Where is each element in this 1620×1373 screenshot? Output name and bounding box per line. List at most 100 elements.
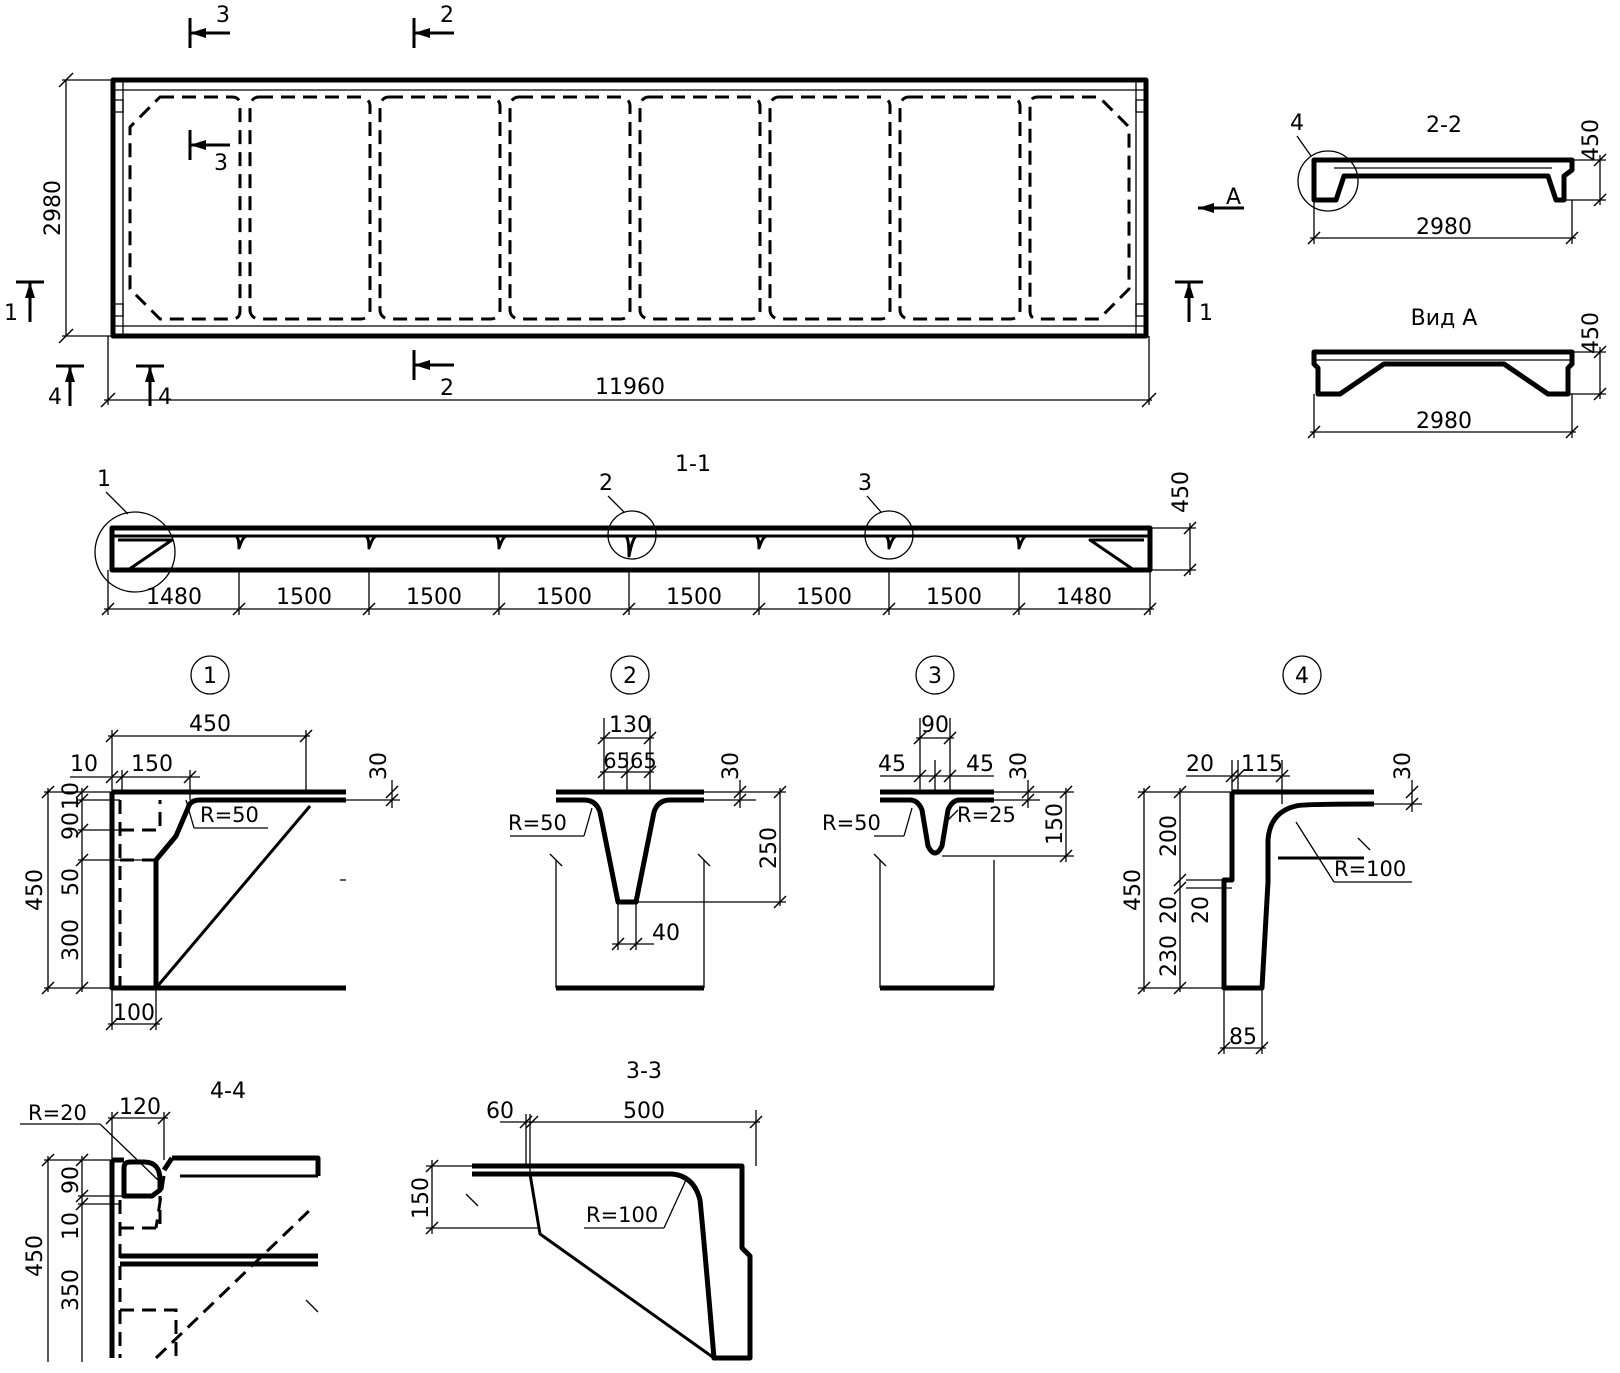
span-label: 1500 [666, 585, 722, 610]
detail-3-depth: 150 [1043, 803, 1068, 845]
detail-1-total: 450 [23, 869, 48, 911]
view-a-width: 2980 [1416, 409, 1472, 434]
svg-text:3: 3 [216, 3, 230, 28]
svg-text:4: 4 [158, 385, 172, 410]
section-4-4-width: 120 [119, 1095, 161, 1120]
detail-3-radius-outer: R=50 [822, 811, 881, 835]
detail-1-v90: 90 [59, 812, 84, 840]
detail-1-bottom: 100 [113, 1001, 155, 1026]
svg-text:2: 2 [440, 376, 454, 401]
span-label: 1500 [536, 585, 592, 610]
section-4-4-v90: 90 [59, 1166, 84, 1194]
callout-circle-2 [607, 510, 657, 560]
detail-2-d6565: 6565 [603, 749, 656, 773]
detail-4-v200: 200 [1157, 815, 1182, 857]
span-dimension-chain: 1480 1500 1500 1500 1500 1500 1500 1480 [101, 570, 1157, 616]
detail-1-v10: 10 [59, 782, 84, 810]
detail-3-radius-inner: R=25 [957, 803, 1016, 827]
cut-mark-3-inner: 3 [188, 130, 230, 176]
detail-1-d30: 30 [367, 752, 392, 780]
detail-2-top: 130 [609, 713, 651, 738]
span-label: 1480 [1056, 585, 1112, 610]
section-3-3-title: 3-3 [626, 1059, 662, 1084]
detail-3-left: 45 [878, 752, 906, 777]
section-1-1-height: 450 [1169, 471, 1194, 513]
detail-4-radius: R=100 [1334, 857, 1406, 881]
detail-3: 3 R=50 R=25 90 45 45 30 150 [822, 655, 1074, 991]
detail-4-bottom: 85 [1229, 1025, 1257, 1050]
detail-3-d30: 30 [1007, 752, 1032, 780]
section-4-4-radius: R=20 [28, 1101, 87, 1125]
detail-1-radius: R=50 [200, 803, 259, 827]
section-3-3-d500: 500 [623, 1099, 665, 1124]
svg-text:2: 2 [440, 3, 454, 28]
detail-4-d115: 115 [1241, 752, 1283, 777]
section-4-4-v350: 350 [59, 1269, 84, 1311]
span-label: 1500 [926, 585, 982, 610]
svg-text:3: 3 [214, 151, 228, 176]
detail-4-v20: 20 [1157, 896, 1182, 924]
callout-circle-4 [1297, 150, 1359, 212]
section-3-3: 3-3 R=100 60 500 150 [409, 1059, 763, 1361]
detail-4-v230: 230 [1157, 935, 1182, 977]
span-label: 1500 [276, 585, 332, 610]
section-1-1-title: 1-1 [675, 452, 711, 477]
detail-4-total: 450 [1121, 869, 1146, 911]
section-4-4: 4-4 R=20 120 450 90 10 350 [20, 1079, 321, 1362]
plan-ribs [128, 95, 1131, 321]
detail-3-title: 3 [928, 664, 942, 689]
plan-width-dim: 2980 [41, 180, 66, 236]
section-3-3-radius: R=100 [586, 1203, 658, 1227]
detail-3-top: 90 [921, 713, 949, 738]
detail-4-title: 4 [1295, 664, 1309, 689]
detail-2-d30: 30 [719, 752, 744, 780]
callout-2-label: 2 [599, 471, 613, 496]
detail-2: 2 R=50 130 6565 30 250 [508, 655, 787, 991]
detail-4-v20b: 20 [1189, 896, 1214, 924]
span-label: 1480 [146, 585, 202, 610]
detail-3-right: 45 [966, 752, 994, 777]
section-4-4-total: 450 [23, 1235, 48, 1277]
section-2-2-width: 2980 [1416, 215, 1472, 240]
detail-1: 1 R=50 450 10 150 30 450 [23, 655, 400, 1031]
callout-4-label: 4 [1290, 111, 1304, 136]
detail-1-v300: 300 [59, 919, 84, 961]
cut-mark-4-right: 4 [136, 364, 172, 410]
section-3-3-v150: 150 [409, 1177, 434, 1219]
detail-2-radius: R=50 [508, 811, 567, 835]
callout-circle-3 [864, 510, 914, 560]
cut-mark-1-right: 1 [1175, 280, 1213, 326]
detail-2-depth: 250 [757, 827, 782, 869]
section-2-2: 2-2 4 450 2980 [1290, 111, 1607, 245]
svg-text:А: А [1226, 185, 1241, 210]
detail-1-d10: 10 [70, 752, 98, 777]
detail-4-d30: 30 [1391, 752, 1416, 780]
cut-mark-2-top: 2 [412, 3, 454, 48]
section-4-4-title: 4-4 [210, 1079, 246, 1104]
section-2-2-height: 450 [1579, 119, 1604, 161]
span-label: 1500 [796, 585, 852, 610]
svg-text:1: 1 [1199, 301, 1213, 326]
detail-4: 4 R=100 20 115 30 450 200 2 [1121, 655, 1422, 1055]
view-a-title: Вид А [1411, 306, 1478, 331]
detail-2-title: 2 [623, 664, 637, 689]
section-4-4-v10: 10 [59, 1212, 84, 1240]
plan-outline [110, 77, 1149, 339]
detail-1-title: 1 [203, 664, 217, 689]
svg-text:1: 1 [4, 301, 18, 326]
view-a: Вид А 450 2980 [1307, 306, 1607, 439]
plan-length-dim: 11960 [595, 375, 665, 400]
cut-mark-4-left: 4 [48, 364, 84, 410]
detail-4-d20: 20 [1186, 752, 1214, 777]
section-1-1-ribs [118, 534, 1144, 572]
detail-1-d150: 150 [131, 752, 173, 777]
section-3-3-d60: 60 [486, 1099, 514, 1124]
callout-3-label: 3 [858, 471, 872, 496]
detail-1-v50: 50 [59, 868, 84, 896]
detail-1-top-dim: 450 [189, 712, 231, 737]
span-label: 1500 [406, 585, 462, 610]
cut-mark-2-bottom: 2 [412, 350, 454, 401]
view-a-height: 450 [1579, 312, 1604, 354]
view-arrow-a: А [1198, 185, 1244, 213]
